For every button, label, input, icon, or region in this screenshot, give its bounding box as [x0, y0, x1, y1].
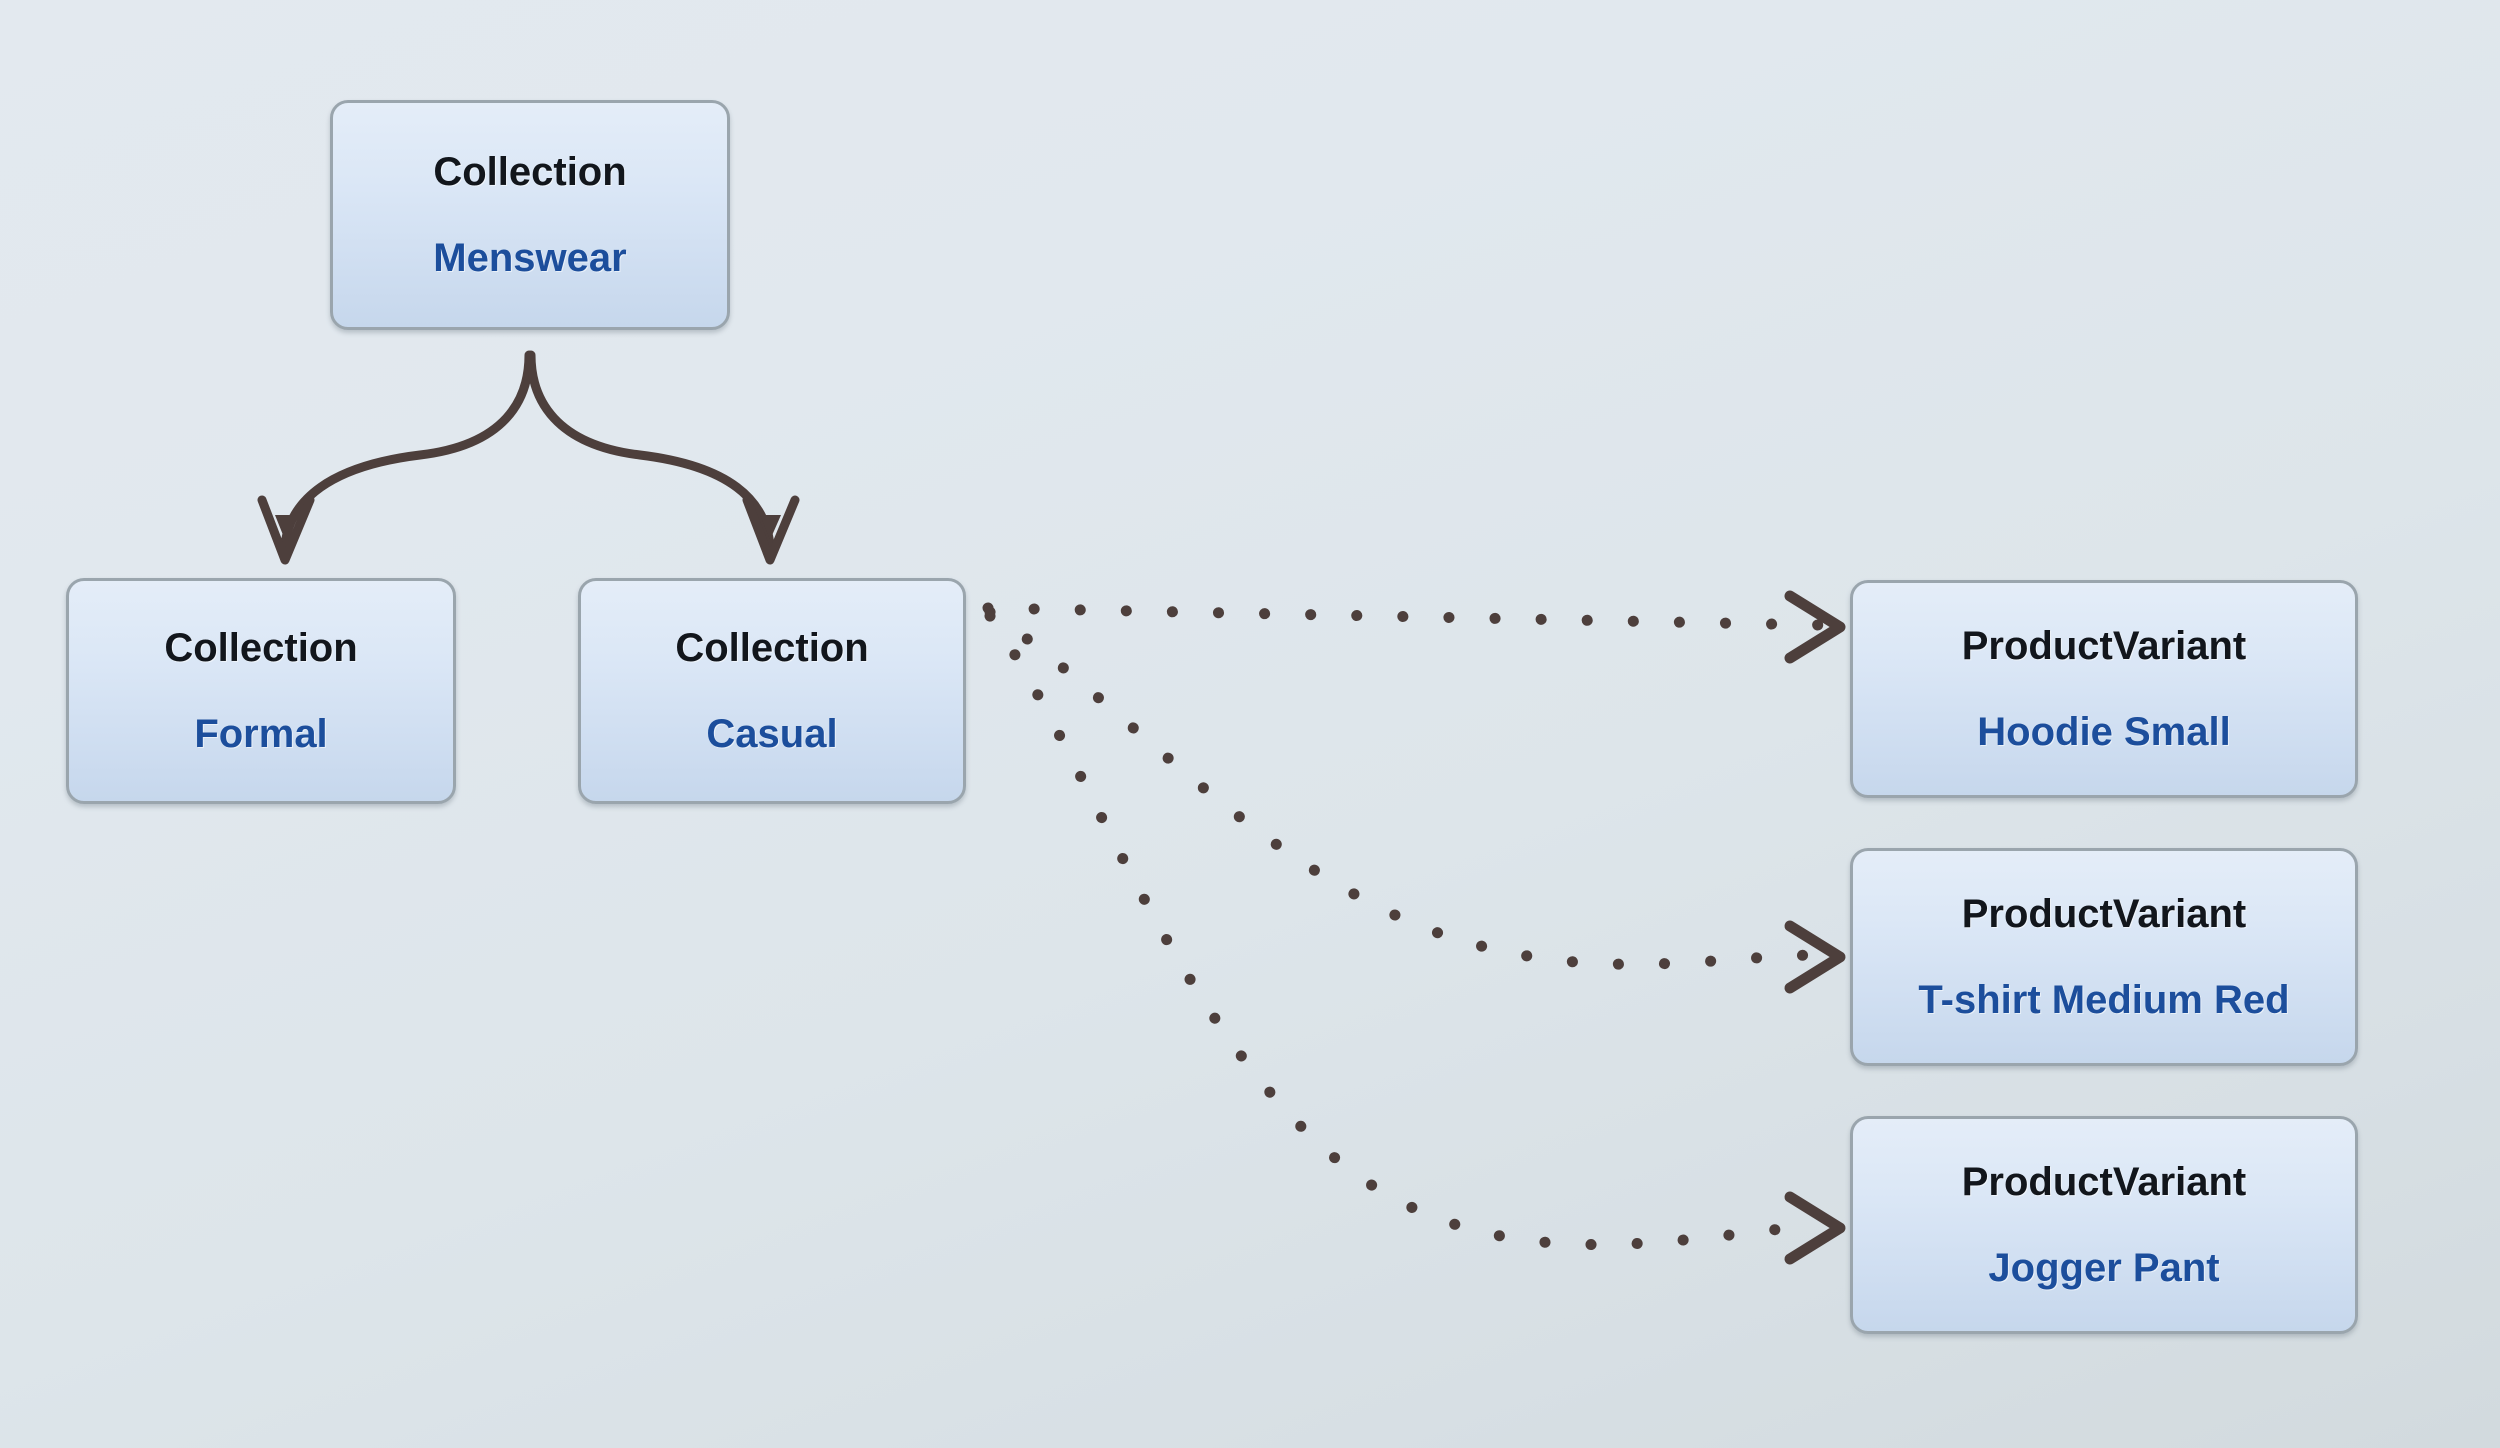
- edge-casual-to-hoodie-small: [982, 590, 1846, 664]
- node-type-label: ProductVariant: [1961, 1160, 2247, 1204]
- node-type-label: Collection: [164, 626, 358, 670]
- edge-casual-to-tshirt-medium-red: [984, 606, 1846, 994]
- node-type-label: ProductVariant: [1961, 892, 2247, 936]
- node-value-label: Casual: [706, 712, 838, 756]
- node-productvariant-hoodie-small[interactable]: ProductVariant Hoodie Small: [1850, 580, 2358, 798]
- node-value-label: Jogger Pant: [1988, 1246, 2220, 1290]
- edge-menswear-to-casual: [526, 350, 800, 565]
- edge-menswear-to-formal: [257, 350, 534, 565]
- node-collection-casual[interactable]: Collection Casual: [578, 578, 966, 804]
- node-collection-formal[interactable]: Collection Formal: [66, 578, 456, 804]
- node-value-label: T-shirt Medium Red: [1918, 978, 2290, 1022]
- node-value-label: Hoodie Small: [1977, 710, 2231, 754]
- node-value-label: Menswear: [433, 236, 627, 280]
- node-collection-menswear[interactable]: Collection Menswear: [330, 100, 730, 330]
- node-productvariant-jogger-pant[interactable]: ProductVariant Jogger Pant: [1850, 1116, 2358, 1334]
- node-type-label: Collection: [675, 626, 869, 670]
- node-value-label: Formal: [194, 712, 328, 756]
- node-type-label: Collection: [433, 150, 627, 194]
- node-type-label: ProductVariant: [1961, 624, 2247, 668]
- node-productvariant-tshirt-medium-red[interactable]: ProductVariant T-shirt Medium Red: [1850, 848, 2358, 1066]
- edge-casual-to-jogger-pant: [984, 610, 1846, 1265]
